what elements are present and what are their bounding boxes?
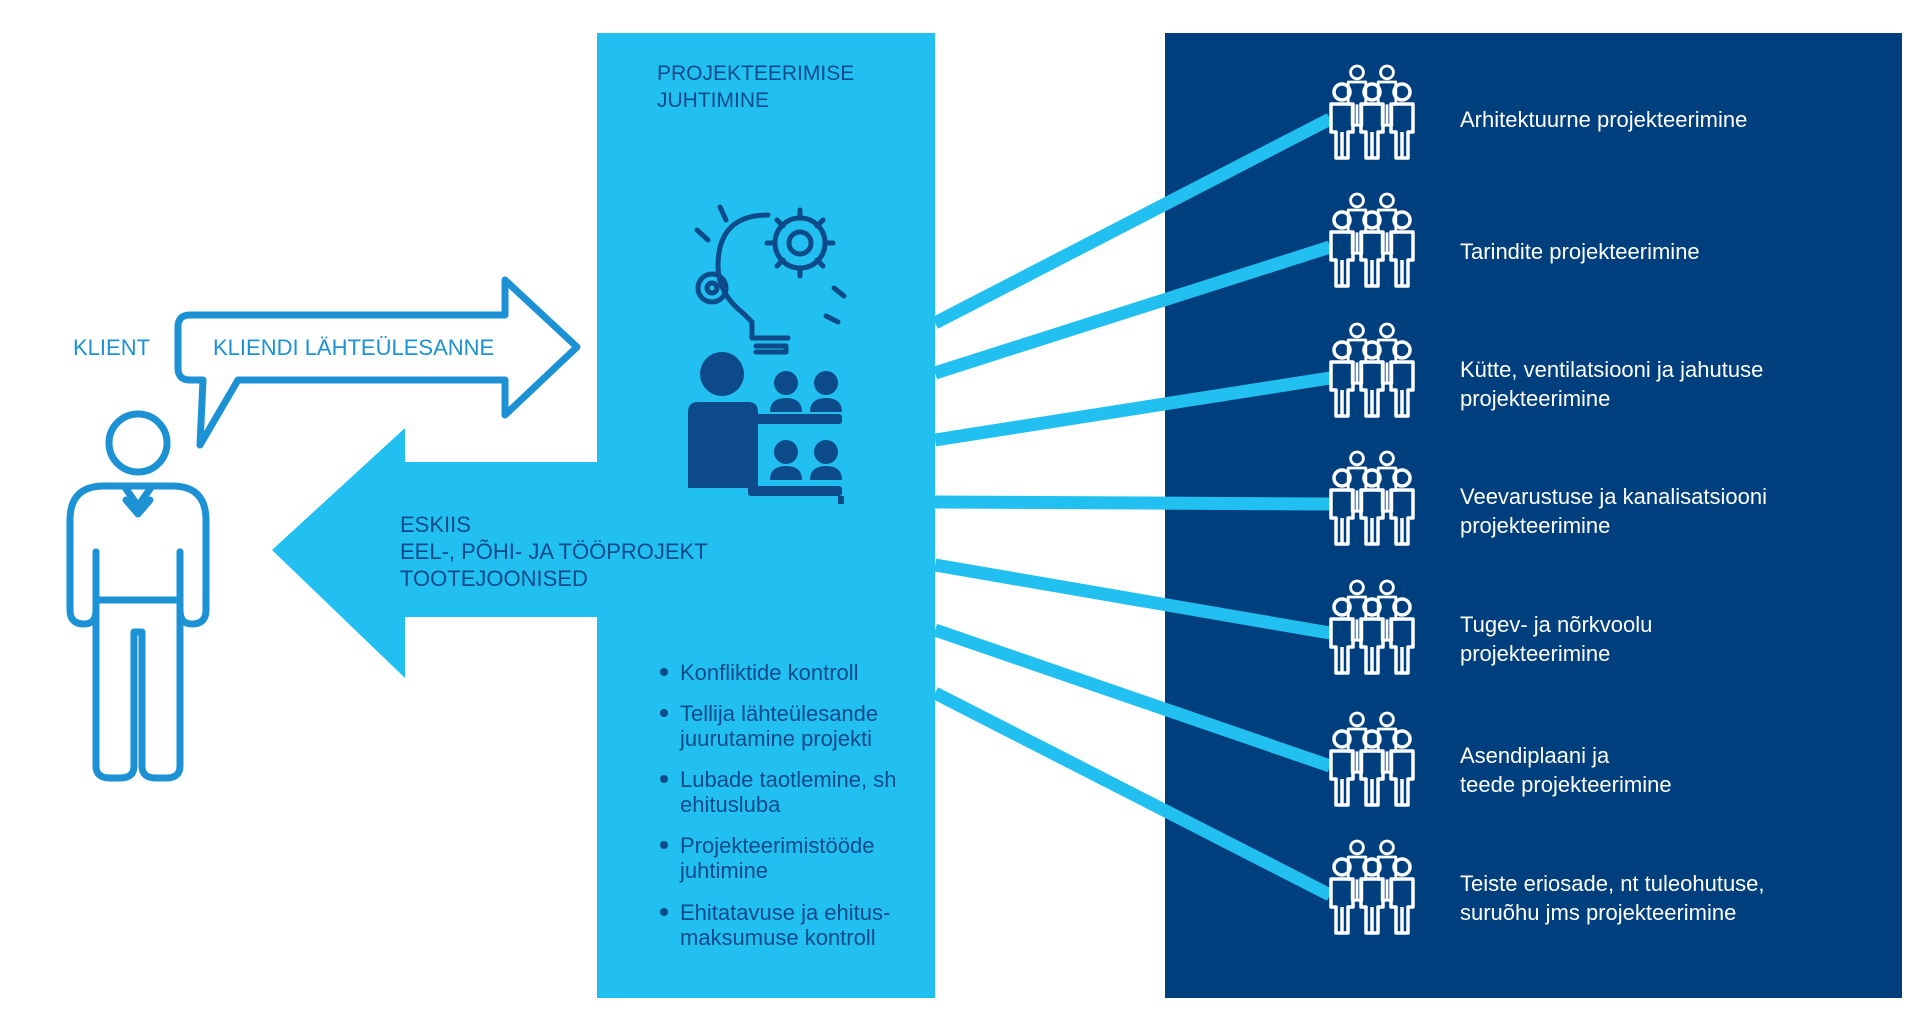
list-item: Projekteerimistööde juhtimine <box>660 833 930 883</box>
deliverables-line2: EEL-, PÕHI- JA TÖÖPROJEKT <box>400 538 708 564</box>
discipline-item: Kütte, ventilatsiooni ja jahutuse projek… <box>1460 356 1763 413</box>
speech-arrow <box>174 276 581 449</box>
speech-arrow-label: KLIENDI LÄHTEÜLESANNE <box>213 335 495 360</box>
connector-line <box>932 623 1333 773</box>
connector-line <box>932 113 1333 329</box>
discipline-label-line2: projekteerimine <box>1460 385 1611 411</box>
discipline-label: Tarindite projekteerimine <box>1460 239 1700 264</box>
management-title-line1: PROJEKTEERIMISE <box>657 62 855 85</box>
discipline-label-line2: projekteerimine <box>1460 640 1611 666</box>
management-title: PROJEKTEERIMISE JUHTIMINE <box>657 60 854 115</box>
connector-line <box>933 240 1332 380</box>
discipline-label: Tugev- ja nõrkvoolu <box>1460 612 1653 637</box>
connector-line <box>932 687 1333 901</box>
discipline-label-line2: projekteerimine <box>1460 512 1611 538</box>
management-panel <box>597 33 935 998</box>
deliverables-arrow <box>272 428 597 678</box>
discipline-label: Arhitektuurne projekteerimine <box>1460 107 1748 132</box>
idea-gears-icon <box>694 204 847 355</box>
person-outline-icon <box>66 410 210 782</box>
discipline-item: Teiste eriosade, nt tuleohutuse, suruõhu… <box>1460 870 1765 927</box>
connector-line <box>933 558 1332 640</box>
discipline-item: Asendiplaani ja teede projekteerimine <box>1460 742 1672 799</box>
discipline-label-line2: teede projekteerimine <box>1460 771 1672 797</box>
connector-line <box>934 495 1331 511</box>
discipline-item: Tarindite projekteerimine <box>1460 238 1700 267</box>
list-item: Lubade taotlemine, sh ehitusluba <box>660 767 930 817</box>
meeting-icon <box>688 352 844 504</box>
discipline-item: Veevarustuse ja kanalisatsiooni projekte… <box>1460 483 1767 540</box>
discipline-label: Veevarustuse ja kanalisatsiooni <box>1460 484 1767 509</box>
deliverables-line1: ESKIIS <box>400 512 471 537</box>
discipline-label: Asendiplaani ja <box>1460 743 1610 768</box>
list-item: Konfliktide kontroll <box>660 660 930 685</box>
disciplines-panel <box>1165 33 1902 998</box>
deliverables-line3: TOOTEJOONISED <box>400 565 588 591</box>
list-item: Ehitatavuse ja ehitus-maksumuse kontroll <box>660 900 930 950</box>
discipline-label: Teiste eriosade, nt tuleohutuse, <box>1460 871 1765 896</box>
deliverables-label: ESKIIS EEL-, PÕHI- JA TÖÖPROJEKT TOOTEJO… <box>400 512 708 592</box>
list-item: Tellija lähteülesande juurutamine projek… <box>660 701 930 751</box>
client-label: KLIENT <box>73 335 151 360</box>
discipline-label: Kütte, ventilatsiooni ja jahutuse <box>1460 357 1764 382</box>
discipline-item: Tugev- ja nõrkvoolu projekteerimine <box>1460 611 1652 668</box>
management-task-list: Konfliktide kontroll Tellija lähteülesan… <box>660 660 930 966</box>
connector-lines <box>932 113 1333 901</box>
discipline-item: Arhitektuurne projekteerimine <box>1460 106 1747 135</box>
management-title-line2: JUHTIMINE <box>657 89 769 113</box>
discipline-label-line2: suruõhu jms projekteerimine <box>1460 899 1737 925</box>
connector-line <box>933 371 1332 447</box>
